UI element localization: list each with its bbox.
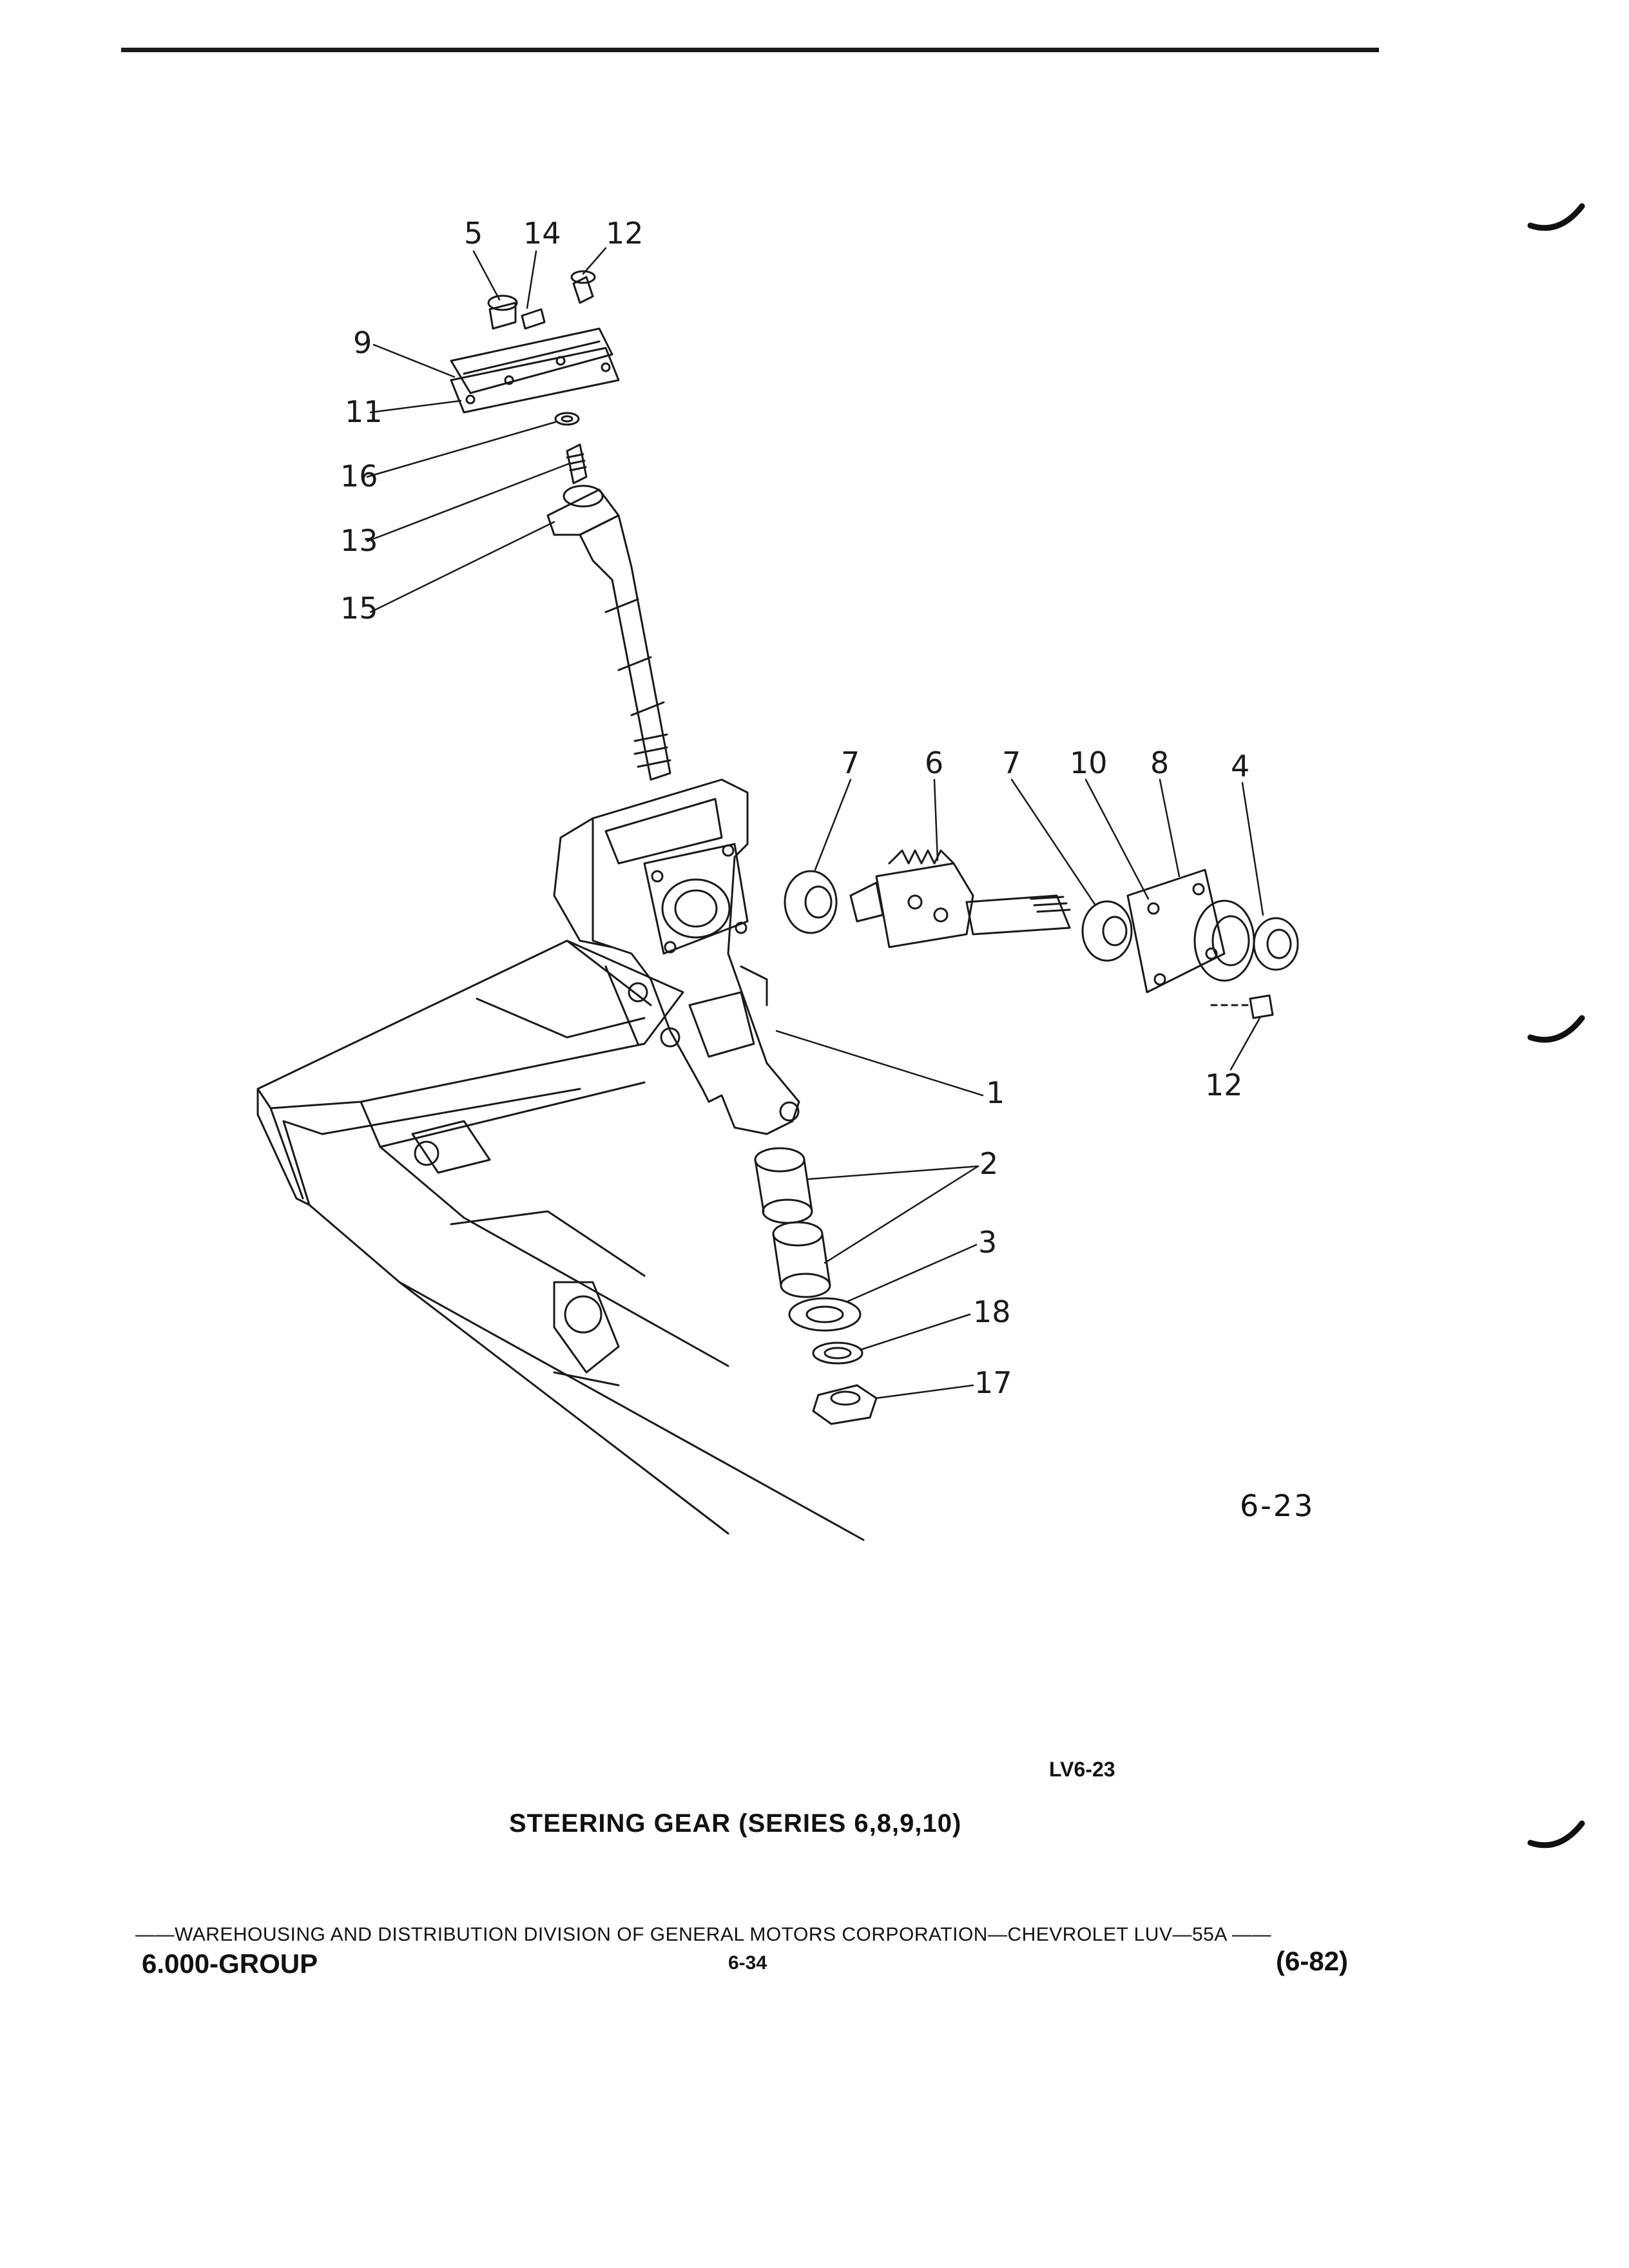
- callout-1: 1: [986, 1075, 1005, 1110]
- callout-17: 17: [974, 1365, 1012, 1400]
- callout-14: 14: [523, 216, 561, 251]
- callout-10: 10: [1070, 745, 1108, 780]
- callout-16: 16: [340, 459, 378, 494]
- shaft-hardware-stack: [754, 1147, 878, 1425]
- frame-crossmember: [256, 939, 865, 1541]
- side-cover-assembly: [450, 270, 620, 485]
- callout-6: 6: [925, 745, 943, 780]
- worm-shaft-assembly: [784, 849, 1299, 1019]
- footer-page-number: 6-34: [728, 1952, 767, 1974]
- callout-9: 9: [353, 325, 372, 360]
- illustration-reference: LV6-23: [1049, 1758, 1115, 1781]
- callout-5: 5: [464, 216, 483, 251]
- callout-11: 11: [345, 394, 383, 429]
- footer-publisher-line: ——WAREHOUSING AND DISTRIBUTION DIVISION …: [135, 1924, 1272, 1945]
- leader-lines: [366, 247, 1264, 1399]
- callout-13: 13: [340, 523, 378, 558]
- figure-caption: STEERING GEAR (SERIES 6,8,9,10): [509, 1809, 962, 1838]
- callout-3: 3: [978, 1225, 997, 1260]
- callout-labels: 5 14 12 9 11 16 13 15 7 6 7 10 8 4 12 1 …: [340, 216, 1249, 1400]
- footer-date-code: (6-82): [1276, 1946, 1349, 1976]
- sector-shaft: [546, 485, 671, 781]
- callout-12-top: 12: [606, 216, 644, 251]
- callout-7-right: 7: [1002, 745, 1021, 780]
- callout-8: 8: [1150, 745, 1169, 780]
- footer-group: 6.000-GROUP: [142, 1948, 318, 1979]
- gear-housing: [553, 778, 800, 1135]
- callout-12-right: 12: [1205, 1068, 1243, 1102]
- callout-7-left: 7: [841, 745, 860, 780]
- binder-ring-mark-top: [1527, 203, 1585, 231]
- callout-4: 4: [1231, 749, 1249, 783]
- callout-15: 15: [340, 591, 378, 626]
- binder-ring-mark-middle: [1527, 1015, 1585, 1043]
- figure-id: 6-23: [1240, 1488, 1315, 1523]
- callout-18: 18: [973, 1294, 1011, 1329]
- binder-ring-mark-bottom: [1527, 1820, 1585, 1849]
- top-rule: [121, 48, 1379, 52]
- callout-2: 2: [979, 1146, 998, 1181]
